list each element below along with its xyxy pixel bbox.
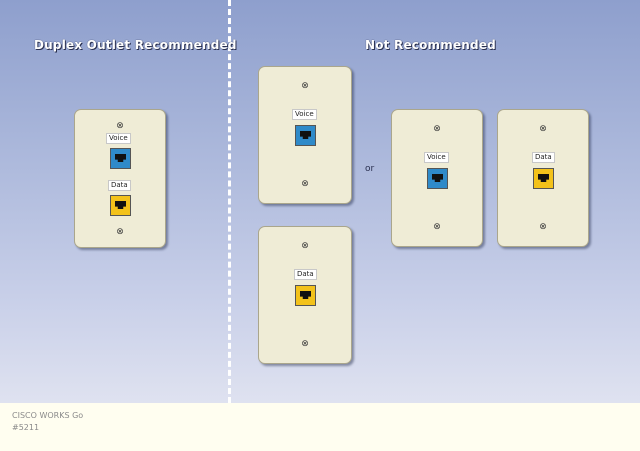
voice-jack-label: Voice: [292, 109, 317, 120]
duplex-outlet-plate: ⊗ Voice Data ⊗: [74, 109, 166, 248]
data-jack-label: Data: [294, 269, 317, 280]
screw-icon: ⊗: [433, 124, 441, 134]
data-outlet-plate: ⊗ Data ⊗: [258, 226, 352, 364]
screw-icon: ⊗: [116, 227, 124, 237]
section-divider: [228, 0, 231, 403]
screw-icon: ⊗: [539, 124, 547, 134]
heading-not-recommended: Not Recommended: [365, 38, 496, 52]
port-icon: [538, 174, 549, 182]
port-icon: [300, 131, 311, 139]
voice-jack-icon: [295, 125, 316, 146]
voice-jack-label: Voice: [424, 152, 449, 163]
screw-icon: ⊗: [301, 339, 309, 349]
screw-icon: ⊗: [539, 222, 547, 232]
port-icon: [432, 174, 443, 182]
footer-line-2: #5211: [12, 423, 40, 432]
data-outlet-plate-alt: ⊗ Data ⊗: [497, 109, 589, 247]
screw-icon: ⊗: [301, 81, 309, 91]
voice-outlet-plate: ⊗ Voice ⊗: [258, 66, 352, 204]
voice-jack-icon: [110, 148, 131, 169]
data-jack-label: Data: [108, 180, 131, 191]
voice-outlet-plate-alt: ⊗ Voice ⊗: [391, 109, 483, 247]
screw-icon: ⊗: [116, 121, 124, 131]
voice-jack-label: Voice: [106, 133, 131, 144]
or-text: or: [365, 164, 375, 174]
screw-icon: ⊗: [301, 241, 309, 251]
data-jack-icon: [533, 168, 554, 189]
data-jack-label: Data: [532, 152, 555, 163]
port-icon: [115, 154, 126, 162]
screw-icon: ⊗: [433, 222, 441, 232]
screw-icon: ⊗: [301, 179, 309, 189]
heading-recommended: Duplex Outlet Recommended: [34, 38, 237, 52]
port-icon: [300, 291, 311, 299]
port-icon: [115, 201, 126, 209]
data-jack-icon: [295, 285, 316, 306]
data-jack-icon: [110, 195, 131, 216]
footer: CISCO WORKS Go #5211: [0, 403, 640, 451]
voice-jack-icon: [427, 168, 448, 189]
footer-line-1: CISCO WORKS Go: [12, 411, 84, 420]
